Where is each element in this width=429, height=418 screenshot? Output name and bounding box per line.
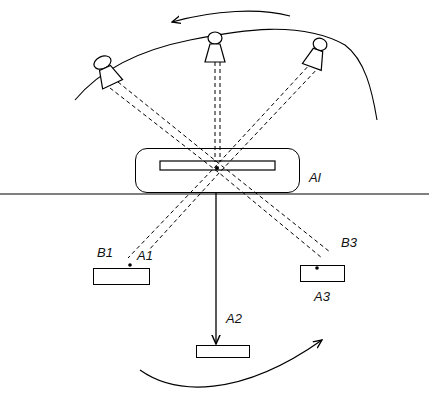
part-label: A2: [225, 312, 243, 326]
part-label: Al: [308, 171, 322, 185]
lamp-symbol: [302, 35, 331, 70]
lamp-symbol: [95, 63, 123, 89]
target-plate: A3: [300, 265, 345, 282]
target-plate: A2: [196, 345, 250, 358]
lamp-symbol: [208, 32, 222, 44]
lamp-track: [75, 29, 377, 120]
focus-point: [215, 166, 219, 170]
lamp-symbol: [90, 52, 123, 88]
holder-box: Al: [135, 148, 300, 193]
lamp-symbol: [205, 44, 225, 62]
part-label: A1: [136, 249, 154, 263]
target-plate: A1: [93, 268, 150, 285]
point-label: B1: [96, 246, 114, 260]
light-ray: [118, 82, 330, 252]
ground-line: [0, 193, 429, 194]
point-mark: [128, 263, 132, 267]
light-ray: [215, 55, 216, 162]
rotation-arrow: [140, 340, 322, 387]
light-ray: [138, 66, 320, 262]
point-mark: [315, 266, 319, 270]
slot: [160, 161, 275, 170]
part-label: A3: [313, 290, 331, 304]
lamp-symbol: [205, 32, 225, 62]
point-label: B3: [340, 236, 358, 250]
rotation-arrow: [172, 11, 290, 22]
lamp-symbol: [302, 47, 327, 71]
light-ray: [220, 55, 221, 162]
light-arrow: [215, 193, 216, 344]
